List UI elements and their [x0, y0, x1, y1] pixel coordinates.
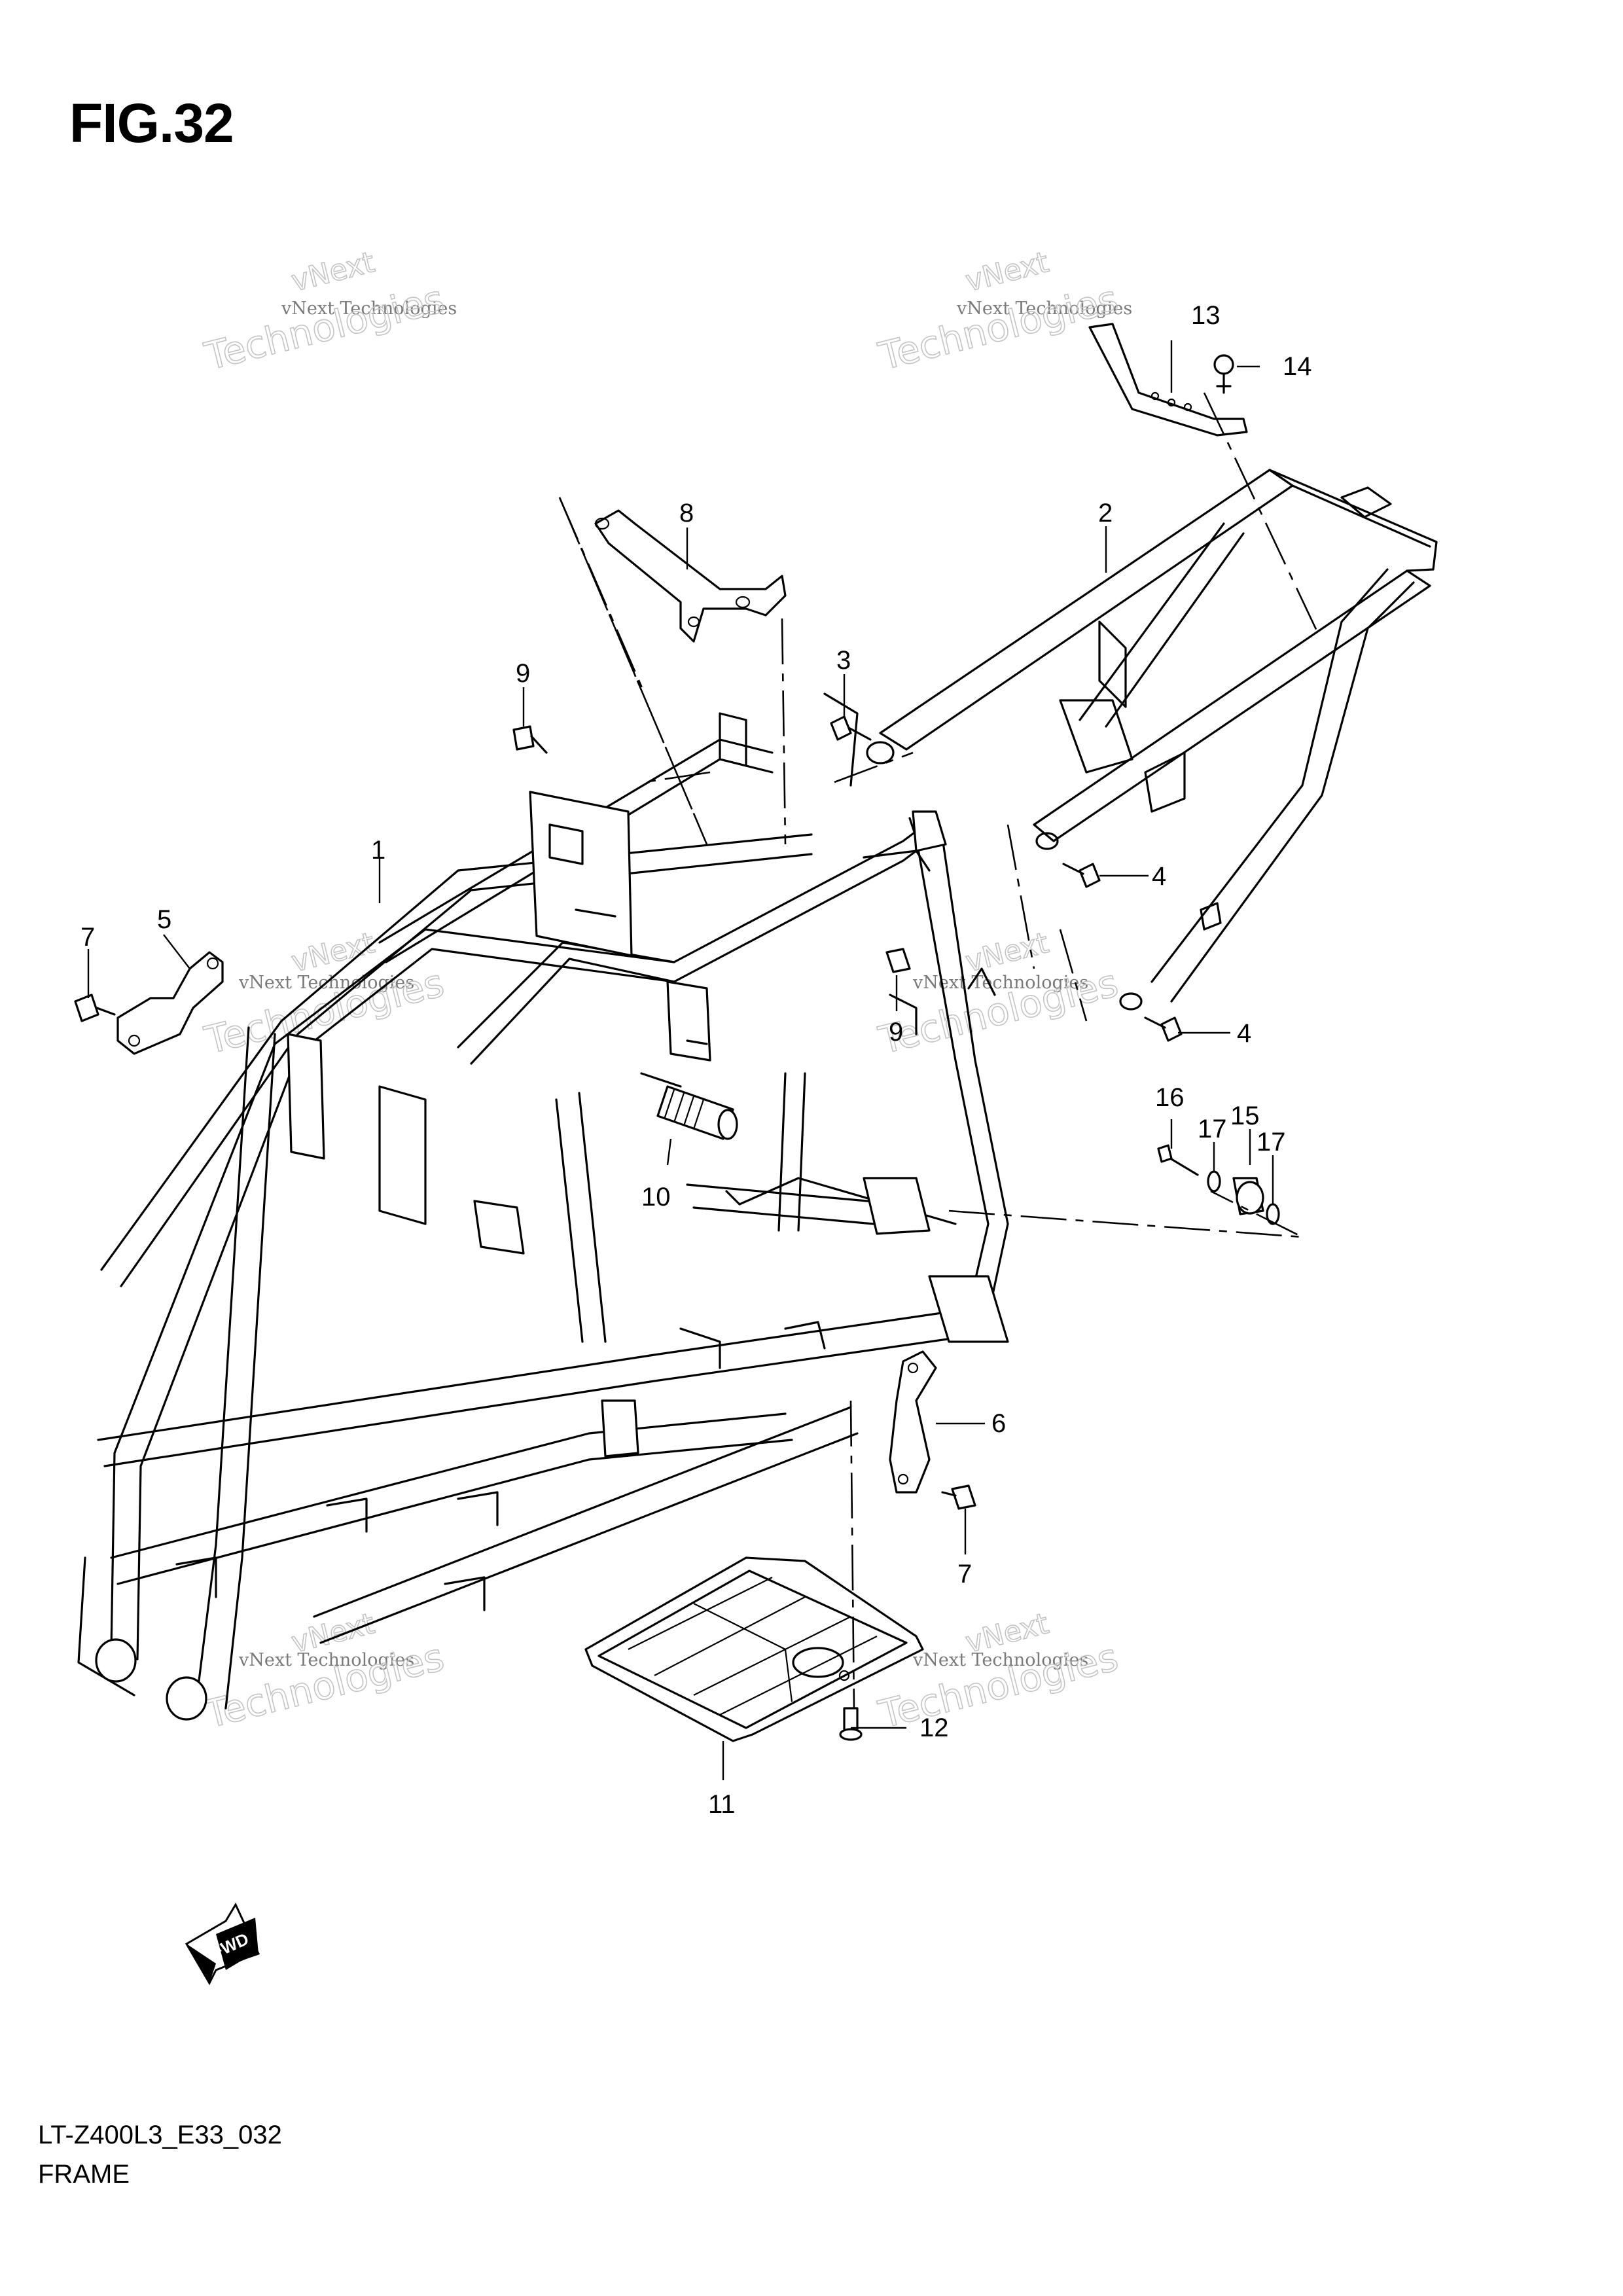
- callout-1: 1: [371, 836, 385, 865]
- callout-10: 10: [641, 1183, 671, 1211]
- watermark: vNext vNext Technologies Technologies: [874, 245, 1132, 379]
- watermark-text: vNext Technologies: [956, 298, 1132, 319]
- watermark-word: Technologies: [200, 276, 448, 378]
- watermark: vNext vNext Technologies Technologies: [200, 245, 457, 379]
- callout-4-lower: 4: [1237, 1019, 1251, 1048]
- part-6-bracket: [889, 1350, 937, 1494]
- part-16-bolt: [1157, 1144, 1199, 1176]
- watermark-text: vNext Technologies: [912, 1650, 1088, 1670]
- part-8-stay: [594, 509, 787, 643]
- watermark-text: vNext Technologies: [238, 1650, 414, 1670]
- callout-11: 11: [708, 1790, 736, 1819]
- watermark-word: vNext: [288, 926, 378, 979]
- callout-8: 8: [679, 499, 694, 528]
- part-7-bolt-left: [74, 994, 116, 1022]
- part-9-bolt-lower: [885, 948, 911, 973]
- watermark: vNext vNext Technologies Technologies: [874, 1606, 1123, 1737]
- watermark-word: vNext: [962, 245, 1052, 298]
- callout-4-upper: 4: [1152, 862, 1166, 891]
- figure-title: FIG.32: [69, 92, 234, 154]
- callout-15: 15: [1230, 1102, 1260, 1130]
- callout-7-lower: 7: [957, 1560, 972, 1588]
- watermark: vNext vNext Technologies Technologies: [874, 925, 1123, 1063]
- watermark-word: vNext: [962, 926, 1052, 979]
- part-11-skid-plate: [584, 1556, 924, 1742]
- callout-3: 3: [836, 646, 851, 675]
- watermark-word: Technologies: [874, 276, 1122, 378]
- callout-5: 5: [157, 905, 171, 934]
- part-9-bolt-upper: [512, 725, 548, 754]
- callout-16: 16: [1155, 1083, 1185, 1112]
- callout-2: 2: [1098, 499, 1113, 528]
- part-4-bolt-upper: [1062, 863, 1101, 888]
- part-15-bushing: [1232, 1177, 1264, 1215]
- watermark-word: vNext: [288, 245, 378, 298]
- part-2-rear-frame: [879, 469, 1438, 1011]
- callout-17-left: 17: [1198, 1115, 1227, 1143]
- figure-code: LT-Z400L3_E33_032: [38, 2121, 282, 2149]
- callout-14: 14: [1283, 352, 1312, 381]
- callout-7-left: 7: [80, 923, 95, 952]
- part-5-bracket: [116, 951, 224, 1055]
- part-17-washer-left: [1207, 1170, 1221, 1193]
- part-3-bolt: [830, 715, 895, 764]
- callout-9-lower: 9: [889, 1018, 903, 1047]
- callout-6: 6: [991, 1409, 1006, 1438]
- fwd-arrow-icon: FWD: [185, 1902, 260, 1986]
- callout-17-right: 17: [1257, 1128, 1286, 1157]
- watermark-text: vNext Technologies: [281, 298, 457, 319]
- callouts: 1 2 3 4 4 5 6 7 7 8 9 9 10 11 12 13 14 1…: [80, 301, 1312, 1819]
- part-14-bolt: [1213, 354, 1234, 394]
- figure-name: FRAME: [38, 2160, 130, 2189]
- part-10-rubber: [656, 1085, 738, 1140]
- callout-9-upper: 9: [516, 659, 530, 688]
- callout-13: 13: [1191, 301, 1221, 330]
- callout-12: 12: [919, 1713, 949, 1742]
- leader-lines: [87, 340, 1274, 1780]
- part-12-bolt: [839, 1707, 863, 1741]
- part-4-bolt-lower: [1144, 1016, 1183, 1042]
- part-1-main-frame: [77, 692, 1009, 1721]
- watermark: vNext vNext Technologies Technologies: [200, 1606, 449, 1737]
- assembly-lines: [558, 392, 1320, 1709]
- part-7-bolt-lower: [941, 1484, 976, 1510]
- part-13-bar: [1088, 323, 1248, 437]
